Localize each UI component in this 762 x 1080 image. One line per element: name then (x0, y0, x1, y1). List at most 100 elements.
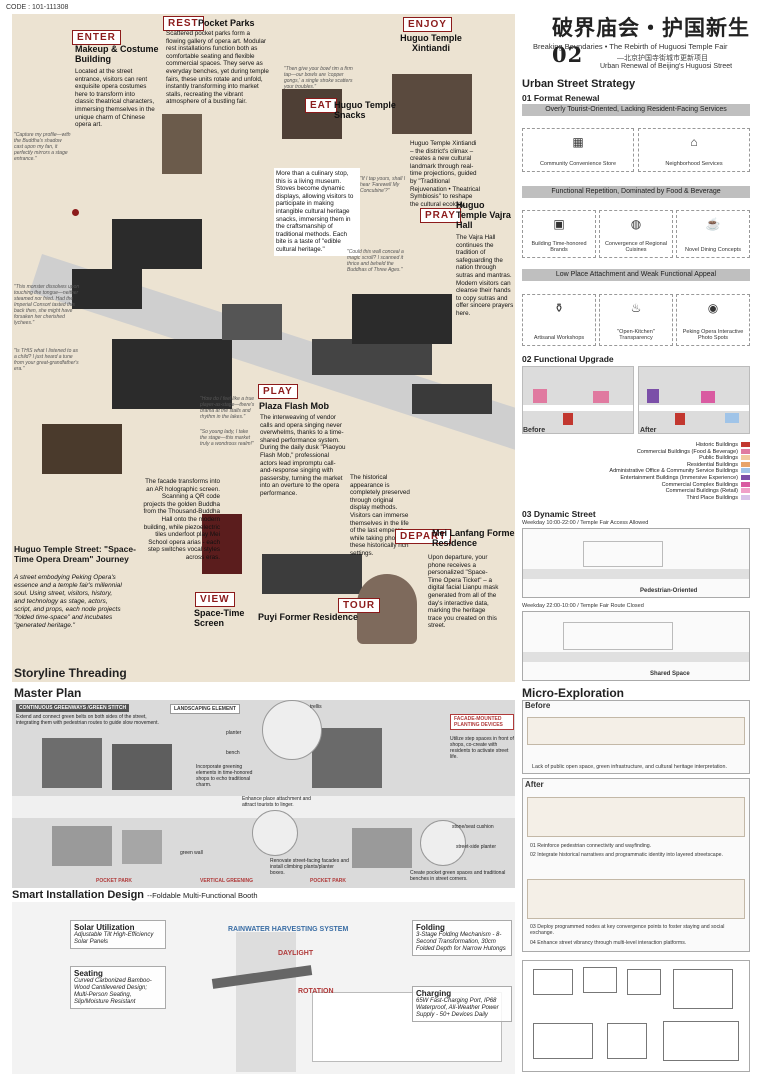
building-block (352, 294, 452, 344)
neighborhood-card: ⌂ Neighborhood Services (638, 128, 750, 172)
street-title: Huguo Temple Street: "Space-Time Opera D… (14, 544, 136, 564)
micro-after-panel (522, 778, 750, 952)
view-title: Space-Time Screen (194, 608, 245, 628)
enjoy-text: Huguo Temple Xintiandi – the district's … (410, 140, 480, 208)
building-block (412, 384, 492, 414)
eat-text: More than a culinary stop, this is a liv… (274, 168, 360, 256)
legend-label: Entertainment Buildings (Immersive Exper… (620, 474, 738, 481)
enter-text: Located at the street entrance, visitors… (75, 68, 155, 129)
dynamic-street-night (522, 611, 750, 681)
charging-heading: Charging (416, 989, 452, 998)
dining-card: ☕ Novel Dining Concepts (676, 210, 750, 258)
legend-item: Administrative Office & Community Servic… (560, 468, 750, 475)
legend-label: Commercial Buildings (Food & Beverage) (636, 448, 738, 455)
weekday-day-caption: Weekday 10:00-22:00 / Temple Fair Access… (522, 520, 649, 526)
issue-bar-1: Overly Tourist-Oriented, Lacking Residen… (522, 104, 750, 116)
folding-box: Folding 3-Stage Folding Mechanism - 8-Se… (412, 920, 512, 956)
rotation-label: ROTATION (298, 988, 334, 995)
view-image (202, 514, 242, 574)
neighborhood-icon: ⌂ (690, 135, 698, 149)
workshop-card: ⚱ Artisanal Workshops (522, 294, 596, 346)
label-vertical-greening: VERTICAL GREENING (200, 878, 253, 884)
view-text: The facade transforms into an AR hologra… (143, 478, 220, 561)
dynamic-street-heading: 03 Dynamic Street (522, 509, 596, 519)
dynamic-street-day (522, 528, 750, 598)
project-code: CODE : 101-111308 (6, 4, 69, 11)
legend-swatch (741, 475, 750, 481)
legend-item: Commercial Complex Buildings (560, 482, 750, 489)
rainwater-label: RAINWATER HARVESTING SYSTEM (228, 926, 349, 933)
legend-label: Historic Buildings (695, 442, 738, 448)
booth-sketch-panel (522, 960, 750, 1072)
legend-swatch (741, 448, 750, 454)
enter-quote: "Capture my profile—with the Buddha's sh… (14, 132, 71, 162)
enter-title: Makeup & Costume Building (75, 44, 159, 64)
mp-tag-facade: FACADE-MOUNTED PLANTING DEVICES (450, 714, 514, 730)
mp-tag-landscaping: LANDSCAPING ELEMENT (170, 704, 240, 714)
quote-young: "So young lady, I take the stage—this ma… (200, 429, 254, 447)
format-renewal-heading: 01 Format Renewal (522, 93, 600, 103)
legend-label: Residential Buildings (686, 461, 738, 468)
dining-label: Novel Dining Concepts (685, 247, 741, 253)
tag-rest: REST (163, 16, 204, 31)
smart-subheading: --Foldable Multi-Functional Booth (147, 891, 258, 900)
seating-heading: Seating (74, 969, 103, 978)
label-trellis: trellis (310, 704, 322, 710)
mp-note-facade-renovate: Renovate street-facing facades and insta… (270, 858, 349, 876)
rest-title: Pocket Parks (198, 18, 255, 28)
micro-item-2: 02 Integrate historical narratives and p… (530, 852, 723, 858)
smart-heading-text: Smart Installation Design (12, 889, 145, 901)
label-pocket-park-2: POCKET PARK (310, 878, 347, 884)
shared-space-label: Shared Space (650, 671, 690, 677)
solar-desc: Adjustable Tilt High-Efficiency Solar Pa… (74, 932, 154, 945)
legend-item: Historic Buildings (560, 442, 750, 449)
charging-box: Charging 65W Fast-Charging Port, IP68 Wa… (412, 986, 512, 1022)
legend-swatch (741, 442, 750, 448)
brand-label: Building Time-honored Brands (531, 241, 587, 253)
map-before-label: Before (523, 427, 546, 434)
building-block (72, 269, 142, 309)
legend-swatch (741, 481, 750, 487)
master-plan-heading: Master Plan (14, 686, 82, 700)
label-bench: bench (226, 750, 240, 756)
building-block (312, 339, 432, 375)
rest-text: Scattered pocket parks form a flowing ga… (166, 30, 269, 106)
workshop-icon: ⚱ (553, 301, 565, 315)
brand-icon: ▣ (553, 217, 565, 231)
mp-note-pocket: Create pocket green spaces and tradition… (410, 870, 506, 882)
quote-feel: "How do I feel like a true player-as-sta… (200, 396, 255, 420)
label-sideplanter: street-side planter (456, 844, 497, 850)
temple-gate (162, 114, 202, 174)
photo-card: ◉ Peking Opera Interactive Photo Spots (676, 294, 750, 346)
legend-label: Commercial Complex Buildings (661, 481, 738, 488)
photo-icon: ◉ (707, 301, 719, 315)
tag-pray: PRAY (420, 208, 461, 223)
legend-item: Commercial Buildings (Food & Beverage) (560, 449, 750, 456)
puyi-text: The historical appearance is completely … (350, 474, 411, 557)
issue-bar-3: Low Place Attachment and Weak Functional… (522, 269, 750, 281)
quote-scroll: "Could this wall conceal a magic scroll?… (347, 249, 404, 273)
legend-swatch (741, 455, 750, 461)
micro-item-1: 01 Reinforce pedestrian connectivity and… (530, 843, 652, 849)
building-block (222, 304, 282, 340)
solar-box: Solar Utilization Adjustable Tilt High-E… (70, 920, 166, 949)
pray-title: Huguo Temple Vajra Hall (456, 200, 511, 230)
neighborhood-label: Neighborhood Services (665, 161, 723, 167)
micro-before-label: Before (525, 701, 551, 710)
enter-marker (72, 209, 79, 216)
photo-label: Peking Opera Interactive Photo Spots (682, 329, 744, 341)
mp-tag-greenways: CONTINUOUS GREENWAYS /GREEN STITCH (16, 704, 130, 712)
weekday-night-caption: Weekday 22:00-10:00 / Temple Fair Route … (522, 603, 644, 609)
legend-item: Entertainment Buildings (Immersive Exper… (560, 475, 750, 482)
smart-installation-panel: Solar Utilization Adjustable Tilt High-E… (12, 902, 515, 1074)
quote-bowl: "Then give your bowl rim a firm tap—our … (284, 66, 353, 90)
urban-heading: Urban Street Strategy (522, 78, 636, 90)
play-text: The interweaving of vendor calls and ope… (260, 414, 346, 497)
tag-eat: EAT (305, 98, 338, 113)
tag-enter: ENTER (72, 30, 121, 45)
page-subtitle-en: Breaking Boundaries • The Rebirth of Hug… (533, 42, 728, 51)
building-block (112, 219, 202, 269)
mp-note-greenways: Extend and connect green belts on both s… (16, 714, 159, 726)
puyi-title: Puyi Former Residence (258, 612, 359, 622)
micro-after-label: After (525, 780, 544, 789)
